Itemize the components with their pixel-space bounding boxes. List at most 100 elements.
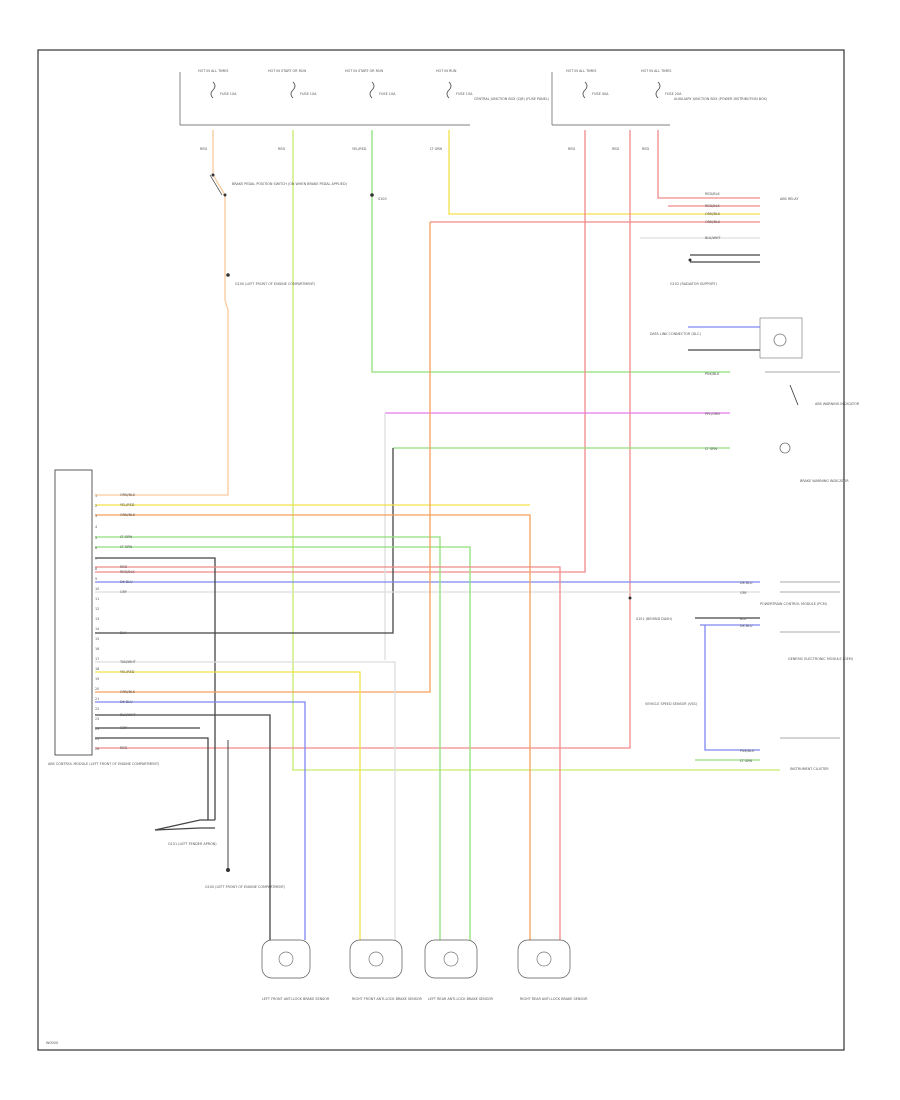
mid-labels: S101 (BEHIND DASH) VEHICLE SPEED SENSOR … [628, 596, 698, 706]
svg-text:BLK/WHT: BLK/WHT [705, 236, 721, 240]
svg-text:15: 15 [95, 637, 99, 641]
svg-text:ORN/BLK: ORN/BLK [120, 690, 136, 694]
fuse-1-source: HOT IN ALL TIMES [198, 69, 228, 73]
data-link-connector: DATA LINK CONNECTOR (DLC) [650, 317, 803, 359]
fuse-4-rating: FUSE 15A [456, 92, 473, 96]
svg-text:BLK: BLK [120, 631, 127, 635]
fuse-box-left: CENTRAL JUNCTION BOX (CJB) (FUSE PANEL) [179, 72, 550, 126]
fuse-5-rating: FUSE 40A [592, 92, 609, 96]
svg-text:DK BLU: DK BLU [740, 581, 753, 585]
svg-text:ORN/BLK: ORN/BLK [120, 513, 136, 517]
svg-text:TAN/WHT: TAN/WHT [119, 660, 137, 664]
svg-text:LT GRN: LT GRN [120, 545, 133, 549]
sensor-left-front: LEFT FRONT ANTI-LOCK BRAKE SENSOR [261, 939, 330, 1001]
svg-text:S100: S100 [378, 197, 387, 201]
svg-text:20: 20 [95, 687, 99, 691]
svg-text:DK BLU: DK BLU [120, 700, 133, 704]
svg-text:ORN/BLK: ORN/BLK [705, 212, 721, 216]
svg-text:DK BLU: DK BLU [740, 624, 753, 628]
fuse-1-rating: FUSE 10A [220, 92, 237, 96]
svg-text:ORN/BLK: ORN/BLK [705, 220, 721, 224]
svg-text:LT GRN: LT GRN [430, 147, 443, 151]
sensor-left-rear: LEFT REAR ANTI-LOCK BRAKE SENSOR [424, 939, 494, 1001]
svg-text:5: 5 [95, 536, 97, 540]
svg-text:GRY: GRY [740, 591, 748, 595]
svg-text:RED: RED [200, 147, 207, 151]
svg-text:DK BLU: DK BLU [120, 580, 133, 584]
ground-top-left: G100 (LEFT FRONT OF ENGINE COMPARTMENT) [226, 273, 316, 286]
svg-text:19: 19 [95, 677, 99, 681]
svg-text:21: 21 [95, 697, 99, 701]
svg-text:YEL/RED: YEL/RED [352, 147, 367, 151]
wire-fuse4 [448, 130, 760, 215]
svg-text:G102 (RADIATOR SUPPORT): G102 (RADIATOR SUPPORT) [670, 282, 717, 286]
svg-text:RED: RED [278, 147, 285, 151]
svg-text:LEFT FRONT ANTI-LOCK BRAKE SEN: LEFT FRONT ANTI-LOCK BRAKE SENSOR [262, 997, 330, 1001]
svg-text:26: 26 [95, 747, 99, 751]
figure-code: W0000 [46, 1041, 58, 1045]
svg-text:GENERIC ELECTRONIC MODULE (GEM: GENERIC ELECTRONIC MODULE (GEM) [788, 657, 854, 661]
svg-text:2: 2 [95, 504, 97, 508]
fuse-3: HOT IN START OR RUN FUSE 10A [345, 69, 396, 99]
svg-text:RED: RED [612, 147, 619, 151]
wire-fuse2 [292, 130, 780, 771]
svg-text:25: 25 [95, 737, 99, 741]
svg-text:3: 3 [95, 514, 97, 518]
svg-text:1: 1 [95, 494, 97, 498]
brake-warning-indicator: BRAKE WARNING INDICATOR INSTRUMENT CLUST… [779, 442, 849, 771]
svg-text:RIGHT FRONT ANTI-LOCK BRAKE SE: RIGHT FRONT ANTI-LOCK BRAKE SENSOR [352, 997, 423, 1001]
fuse-box-right: AUXILIARY JUNCTION BOX (POWER DISTRIBUTI… [551, 72, 768, 126]
fuse-5: HOT IN ALL TIMES FUSE 40A [566, 69, 609, 99]
svg-text:BLK/WHT: BLK/WHT [120, 713, 136, 717]
svg-text:G101 (LEFT FENDER APRON): G101 (LEFT FENDER APRON) [168, 842, 217, 846]
svg-text:RIGHT REAR ANTI-LOCK BRAKE SEN: RIGHT REAR ANTI-LOCK BRAKE SENSOR [520, 997, 588, 1001]
svg-text:RED: RED [120, 746, 127, 750]
pcm-connector: POWERTRAIN CONTROL MODULE (PCM) [760, 581, 840, 606]
abs-control-module: ABS CONTROL MODULE (LEFT FRONT OF ENGINE… [48, 469, 160, 766]
fuse-4: HOT IN RUN FUSE 15A [436, 69, 473, 99]
splice-s100: S100 [370, 193, 387, 201]
dlc-label: DATA LINK CONNECTOR (DLC) [650, 332, 702, 336]
wire-fuse3 [371, 130, 730, 373]
svg-text:RED: RED [642, 147, 649, 151]
brake-pedal-switch: BRAKE PEDAL POSITION SWITCH (ON WHEN BRA… [209, 173, 348, 197]
abs-control-module-label: ABS CONTROL MODULE (LEFT FRONT OF ENGINE… [48, 762, 160, 766]
fuse-6-rating: FUSE 20A [665, 92, 682, 96]
svg-text:4: 4 [95, 525, 97, 529]
fuse-1: HOT IN ALL TIMES FUSE 10A [198, 69, 237, 99]
sensor-right-rear: RIGHT REAR ANTI-LOCK BRAKE SENSOR [517, 939, 588, 1001]
svg-text:YEL/RED: YEL/RED [120, 670, 135, 674]
wire-color-labels: ORN/BLK YEL/RED ORN/BLK LT GRN LT GRN RE… [119, 147, 755, 763]
wire-brake-switch [95, 130, 229, 496]
svg-text:LT GRN: LT GRN [740, 759, 753, 763]
svg-text:24: 24 [95, 727, 99, 731]
svg-text:12: 12 [95, 607, 99, 611]
svg-text:RED/BLK: RED/BLK [705, 204, 720, 208]
svg-text:ORN/BLK: ORN/BLK [120, 493, 136, 497]
svg-text:13: 13 [95, 617, 99, 621]
svg-text:PNK/BLK: PNK/BLK [740, 749, 755, 753]
gem-module: GENERIC ELECTRONIC MODULE (GEM) [780, 631, 854, 739]
svg-text:PPL/ORN: PPL/ORN [705, 412, 720, 416]
svg-text:GRY: GRY [120, 726, 128, 730]
fuse-6-source: HOT IN ALL TIMES [641, 69, 671, 73]
svg-text:11: 11 [95, 597, 99, 601]
svg-text:18: 18 [95, 667, 99, 671]
fuse-3-source: HOT IN START OR RUN [345, 69, 383, 73]
svg-text:S101 (BEHIND DASH): S101 (BEHIND DASH) [636, 617, 673, 621]
svg-text:23: 23 [95, 717, 99, 721]
abs-warning-indicator: ABS WARNING INDICATOR [765, 371, 860, 406]
diagram-frame [37, 49, 845, 1051]
fuse-2: HOT IN START OR RUN FUSE 10A [268, 69, 317, 99]
svg-text:14: 14 [95, 627, 99, 631]
svg-text:ABS RELAY: ABS RELAY [780, 197, 799, 201]
sensor-right-front: RIGHT FRONT ANTI-LOCK BRAKE SENSOR [349, 939, 423, 1001]
svg-text:17: 17 [95, 657, 99, 661]
fuse-6: HOT IN ALL TIMES FUSE 20A [641, 69, 682, 99]
svg-text:PNK/BLK: PNK/BLK [705, 372, 720, 376]
fuse-3-rating: FUSE 10A [379, 92, 396, 96]
fuse-box-right-label: AUXILIARY JUNCTION BOX (POWER DISTRIBUTI… [674, 97, 768, 101]
svg-text:RED: RED [120, 565, 127, 569]
svg-text:ABS WARNING INDICATOR: ABS WARNING INDICATOR [815, 402, 860, 406]
